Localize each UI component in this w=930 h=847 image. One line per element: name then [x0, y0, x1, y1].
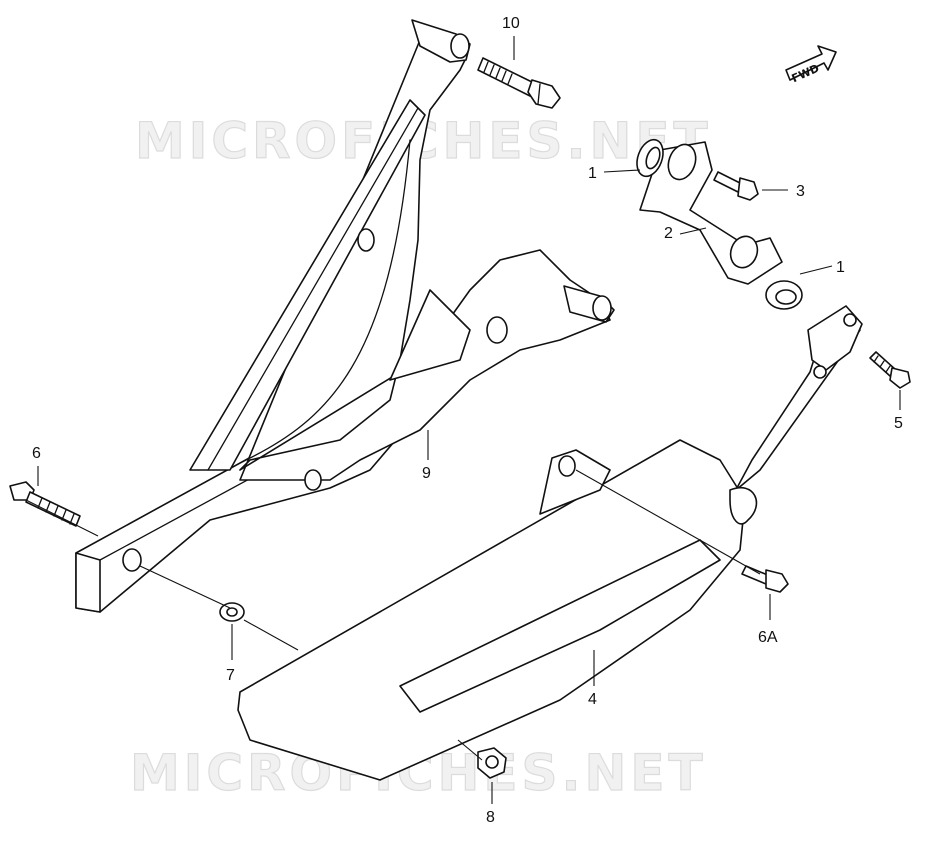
callout-2: 2 — [664, 225, 673, 242]
gasket-1-upper — [636, 138, 664, 178]
washer-7 — [219, 602, 245, 622]
callout-1-upper: 1 — [588, 165, 597, 182]
fwd-arrow-badge: FWD — [785, 45, 837, 85]
bolt-5 — [869, 351, 911, 389]
callout-5: 5 — [894, 415, 903, 432]
callout-10: 10 — [502, 15, 520, 32]
callout-8: 8 — [486, 809, 495, 826]
bolt-6A — [741, 565, 789, 593]
callout-6A: 6A — [758, 629, 778, 646]
callout-9: 9 — [422, 465, 431, 482]
callout-1-lower: 1 — [836, 259, 845, 276]
exhaust-joint-2 — [639, 141, 783, 285]
bolt-6 — [9, 481, 81, 527]
callout-7: 7 — [226, 667, 235, 684]
callout-4: 4 — [588, 691, 597, 708]
bolt-3 — [713, 171, 759, 201]
callout-3: 3 — [796, 183, 805, 200]
callout-6: 6 — [32, 445, 41, 462]
muffler-4 — [237, 305, 863, 781]
swing-arm-9 — [75, 19, 615, 613]
leader-lines — [25, 36, 901, 804]
gasket-1-lower — [765, 280, 803, 310]
bolt-10 — [477, 57, 561, 109]
nut-8 — [477, 747, 507, 779]
